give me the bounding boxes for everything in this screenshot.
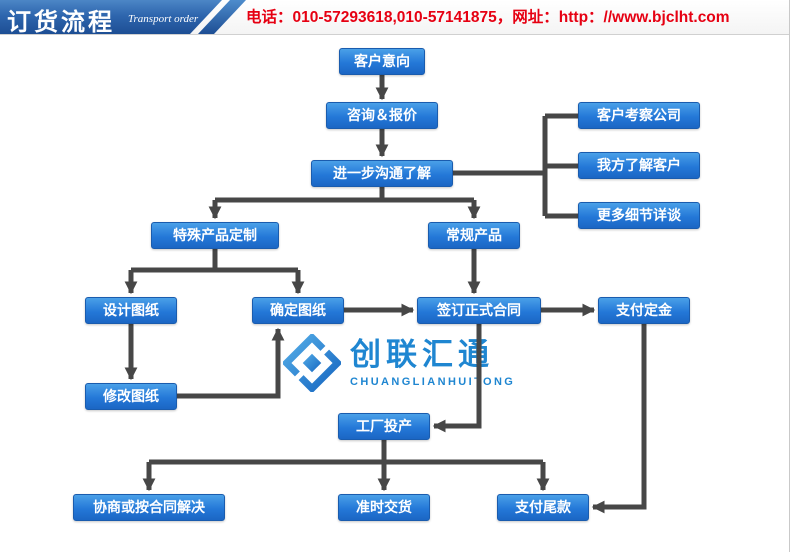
chuanglian-logo-icon: [283, 334, 341, 392]
flow-node-we-know-client: 我方了解客户: [578, 152, 700, 179]
brand-name-cn: 创联汇通: [350, 337, 494, 373]
flow-node-sign-contract: 签订正式合同: [417, 297, 541, 324]
flow-node-consult-quote: 咨询＆报价: [326, 102, 438, 129]
flow-node-customer-intent: 客户意向: [339, 48, 425, 75]
brand-name-en: CHUANGLIANHUITONG: [350, 375, 516, 388]
flow-node-negotiate-resolve: 协商或按合同解决: [73, 494, 225, 521]
flow-node-confirm-drawing: 确定图纸: [252, 297, 344, 324]
connector-arrow: [177, 327, 285, 399]
flow-node-pay-deposit: 支付定金: [598, 297, 690, 324]
flow-node-on-time-delivery: 准时交货: [338, 494, 430, 521]
contact-info: 电话：010-57293618,010-57141875，网址：http：//w…: [246, 9, 730, 26]
brand-watermark: 创联汇通 CHUANGLIANHUITONG: [283, 334, 515, 392]
page-header: 订货流程 Transport order 电话：010-57293618,010…: [0, 0, 789, 36]
flow-node-further-communication: 进一步沟通了解: [311, 160, 453, 187]
flow-node-client-visit-company: 客户考察公司: [578, 102, 700, 129]
flow-node-design-drawing: 设计图纸: [85, 297, 177, 324]
flow-node-regular-product: 常规产品: [428, 222, 520, 249]
page-title: 订货流程: [7, 10, 115, 36]
flow-node-custom-product: 特殊产品定制: [151, 222, 279, 249]
flow-node-factory-production: 工厂投产: [338, 413, 430, 440]
brand-text: 创联汇通 CHUANGLIANHUITONG: [350, 337, 516, 388]
flow-node-more-details: 更多细节详谈: [578, 202, 700, 229]
connector-arrow: [591, 324, 647, 514]
title-banner-shape: [0, 0, 222, 34]
page-subtitle: Transport order: [128, 13, 199, 25]
flow-node-modify-drawing: 修改图纸: [85, 383, 177, 410]
flow-node-pay-balance: 支付尾款: [497, 494, 589, 521]
